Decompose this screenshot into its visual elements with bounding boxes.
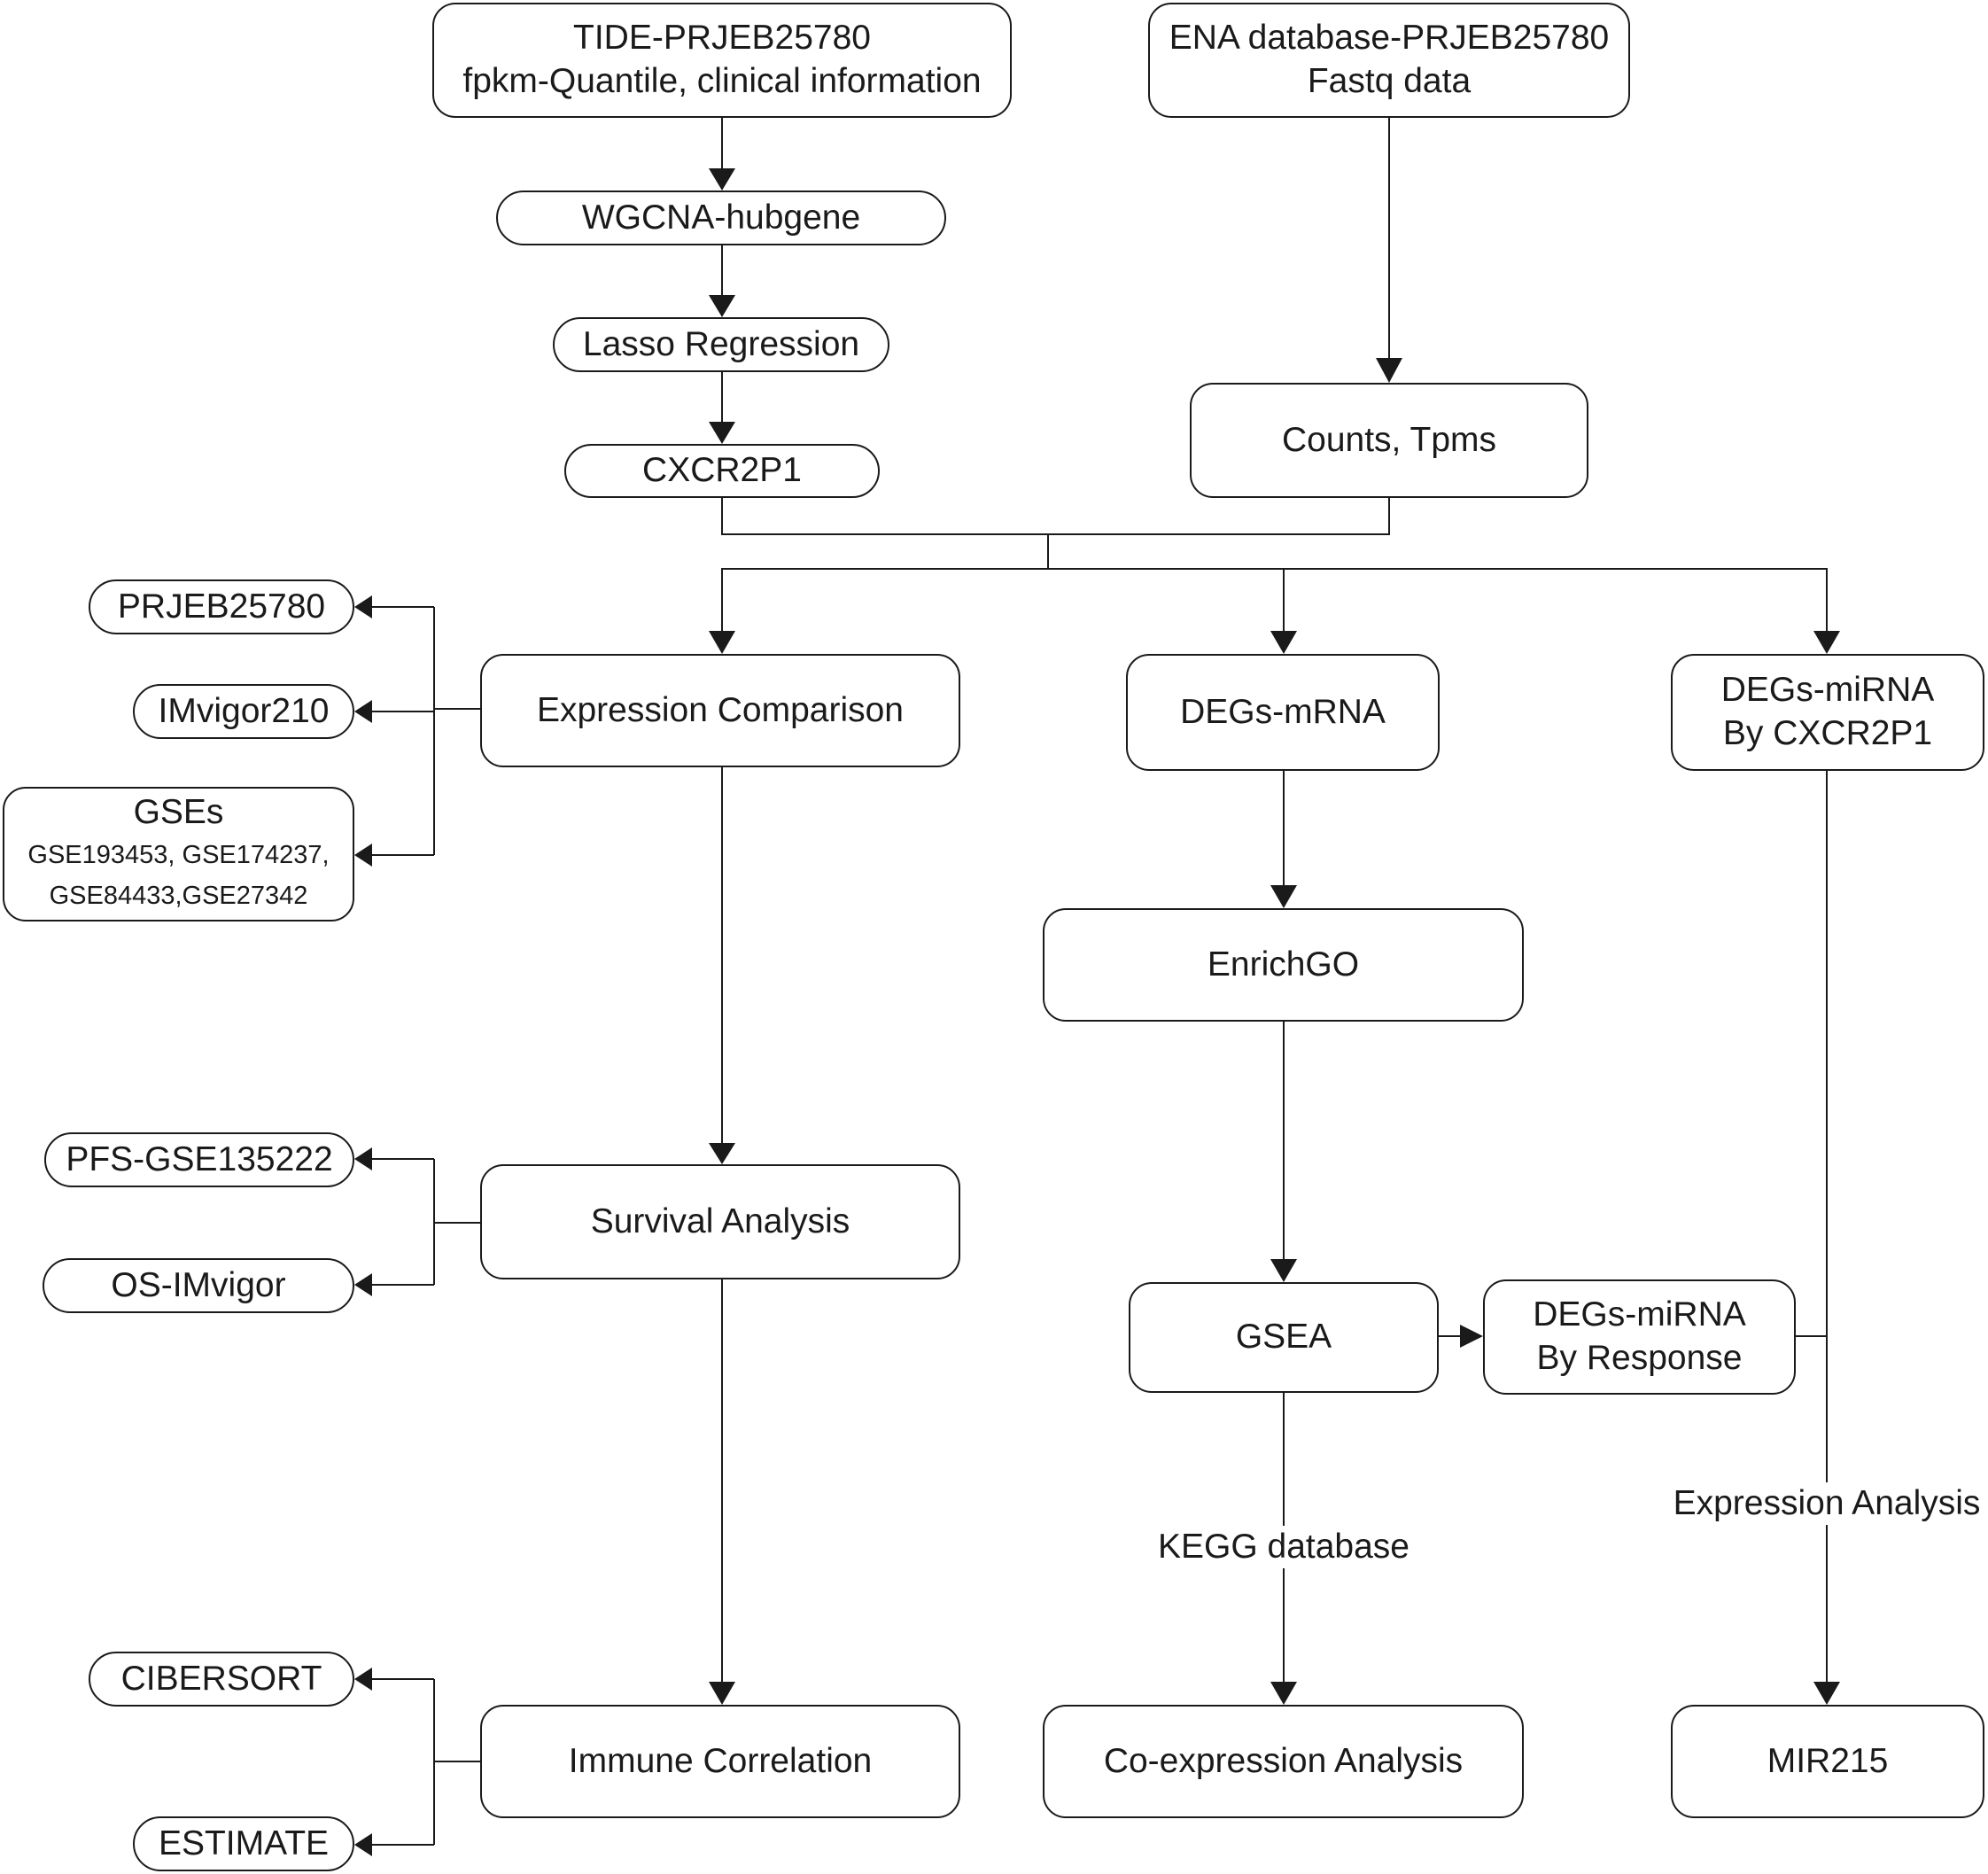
arrowhead-expr bbox=[709, 631, 735, 654]
arrowhead-degs bbox=[1270, 631, 1297, 654]
arrowhead-mir215 bbox=[1813, 1682, 1840, 1705]
node-gses: GSEs GSE193453, GSE174237, GSE84433,GSE2… bbox=[3, 787, 354, 921]
node-mir215: MIR215 bbox=[1671, 1705, 1984, 1818]
node-survival-label: Survival Analysis bbox=[590, 1201, 850, 1240]
arrowhead-lasso bbox=[709, 295, 735, 317]
node-degs-mirna-resp: DEGs-miRNA By Response bbox=[1483, 1279, 1796, 1395]
node-expression-comparison: Expression Comparison bbox=[480, 654, 960, 767]
arrowhead-immune bbox=[709, 1682, 735, 1705]
node-gses-line2: GSE84433,GSE27342 bbox=[49, 882, 308, 911]
arrowhead-gses bbox=[354, 844, 372, 867]
node-degs-mirna-cxcr-line2: By CXCR2P1 bbox=[1722, 714, 1933, 752]
node-os: OS-IMvigor bbox=[43, 1258, 354, 1313]
node-lasso-label: Lasso Regression bbox=[582, 324, 860, 363]
node-lasso: Lasso Regression bbox=[553, 317, 889, 372]
node-estimate: ESTIMATE bbox=[133, 1816, 354, 1871]
node-prjeb-label: PRJEB25780 bbox=[117, 587, 326, 626]
node-ena: ENA database-PRJEB25780 Fastq data bbox=[1148, 3, 1630, 118]
node-imvigor210-label: IMvigor210 bbox=[158, 691, 330, 730]
node-expression-comparison-label: Expression Comparison bbox=[536, 690, 904, 729]
arrowhead-cxcr bbox=[709, 422, 735, 444]
edge-merge bbox=[721, 498, 1390, 535]
node-degs-mirna-cxcr: DEGs-miRNA By CXCR2P1 bbox=[1671, 654, 1984, 771]
arrowhead-imvigor bbox=[354, 700, 372, 723]
node-cxcr2p1: CXCR2P1 bbox=[564, 444, 880, 498]
arrowhead-wgcna bbox=[709, 168, 735, 191]
node-gses-line1: GSE193453, GSE174237, bbox=[27, 840, 330, 869]
arrowhead-enrichgo bbox=[1270, 885, 1297, 908]
arrowhead-counts bbox=[1376, 358, 1402, 383]
arrowhead-cxcrmirna bbox=[1813, 631, 1840, 654]
node-counts-label: Counts, Tpms bbox=[1281, 420, 1497, 459]
node-enrichgo: EnrichGO bbox=[1043, 908, 1524, 1022]
node-mir215-label: MIR215 bbox=[1767, 1741, 1889, 1780]
arrowhead-pfs bbox=[354, 1147, 372, 1170]
node-wgcna-label: WGCNA-hubgene bbox=[581, 198, 861, 237]
arrowhead-os bbox=[354, 1273, 372, 1296]
node-degs-mirna-cxcr-line1: DEGs-miRNA bbox=[1720, 671, 1935, 710]
node-degs-mrna-label: DEGs-mRNA bbox=[1180, 692, 1386, 731]
node-ena-line2: Fastq data bbox=[1307, 62, 1472, 100]
node-pfs-label: PFS-GSE135222 bbox=[66, 1139, 333, 1178]
node-tide-line2: fpkm-Quantile, clinical information bbox=[462, 62, 982, 100]
edge-split bbox=[721, 568, 1828, 631]
arrowhead-estimate bbox=[354, 1833, 372, 1856]
node-tide-line1: TIDE-PRJEB25780 bbox=[573, 19, 871, 58]
node-gses-title: GSEs bbox=[133, 793, 224, 832]
node-cibersort: CIBERSORT bbox=[89, 1652, 354, 1707]
node-prjeb: PRJEB25780 bbox=[89, 579, 354, 634]
node-degs-mrna: DEGs-mRNA bbox=[1126, 654, 1440, 771]
node-enrichgo-label: EnrichGO bbox=[1207, 945, 1360, 984]
node-imvigor210: IMvigor210 bbox=[133, 684, 354, 739]
node-wgcna: WGCNA-hubgene bbox=[496, 191, 946, 245]
node-degs-mirna-resp-line2: By Response bbox=[1536, 1339, 1743, 1377]
node-coexpr-label: Co-expression Analysis bbox=[1103, 1741, 1464, 1780]
arrowhead-cibersort bbox=[354, 1668, 372, 1691]
node-gsea-label: GSEA bbox=[1235, 1318, 1332, 1357]
node-tide: TIDE-PRJEB25780 fpkm-Quantile, clinical … bbox=[432, 3, 1012, 118]
node-estimate-label: ESTIMATE bbox=[158, 1823, 330, 1862]
node-gsea: GSEA bbox=[1129, 1282, 1439, 1393]
arrowhead-gsea bbox=[1270, 1259, 1297, 1282]
node-immune: Immune Correlation bbox=[480, 1705, 960, 1818]
edge-label-kegg: KEGG database bbox=[1153, 1526, 1414, 1568]
node-degs-mirna-resp-line1: DEGs-miRNA bbox=[1533, 1295, 1746, 1334]
node-immune-label: Immune Correlation bbox=[568, 1741, 873, 1780]
arrowhead-resp bbox=[1460, 1325, 1483, 1348]
node-counts: Counts, Tpms bbox=[1190, 383, 1588, 498]
node-cxcr2p1-label: CXCR2P1 bbox=[642, 451, 802, 490]
node-survival: Survival Analysis bbox=[480, 1164, 960, 1279]
arrowhead-prjeb bbox=[354, 595, 372, 618]
node-os-label: OS-IMvigor bbox=[111, 1265, 286, 1304]
node-coexpr: Co-expression Analysis bbox=[1043, 1705, 1524, 1818]
node-cibersort-label: CIBERSORT bbox=[120, 1659, 322, 1698]
arrowhead-coexpr bbox=[1270, 1682, 1297, 1705]
arrowhead-survival bbox=[709, 1143, 735, 1164]
edge-label-expression-analysis: Expression Analysis bbox=[1669, 1482, 1984, 1525]
node-ena-line1: ENA database-PRJEB25780 bbox=[1169, 19, 1610, 58]
node-pfs: PFS-GSE135222 bbox=[44, 1132, 354, 1187]
